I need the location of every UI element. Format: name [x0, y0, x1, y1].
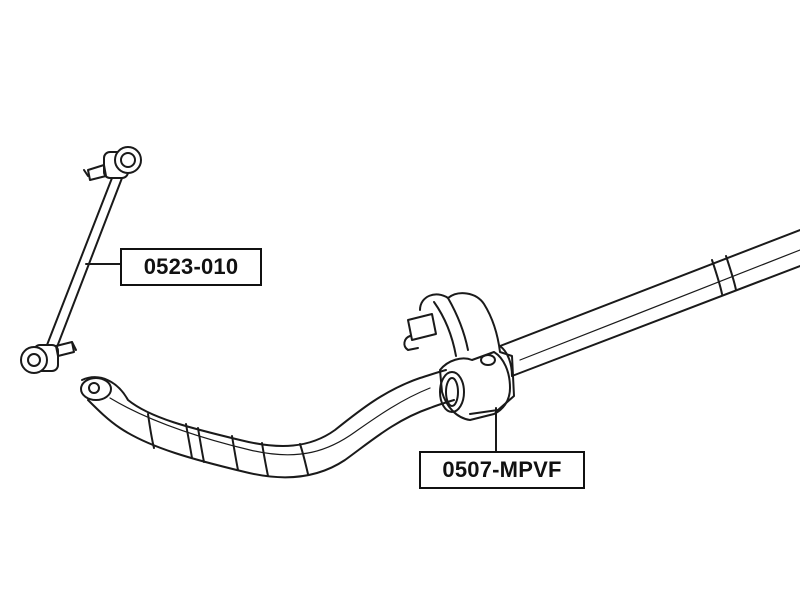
bar-straight-top [499, 229, 800, 347]
stabilizer-bushing [403, 292, 515, 421]
bar-curve-lower [87, 399, 455, 479]
link-top-ball [114, 146, 142, 174]
stabilizer-link [20, 146, 142, 374]
link-bottom-stud [55, 341, 75, 357]
bushing-bracket [419, 292, 515, 415]
bar-straight-bottom [511, 265, 800, 377]
link-bottom-ball [20, 346, 48, 374]
stabilizer-bar [80, 229, 800, 479]
bar-end-eye [80, 377, 112, 401]
bracket-mounting-tab [407, 313, 437, 341]
callout-stabilizer-bushing: 0507-MPVF [419, 451, 585, 489]
callout-stabilizer-link: 0523-010 [120, 248, 262, 286]
bushing-body [439, 351, 511, 421]
bar-curve-upper [81, 369, 447, 447]
link-rod [46, 177, 113, 346]
bushing-hole [480, 354, 496, 366]
